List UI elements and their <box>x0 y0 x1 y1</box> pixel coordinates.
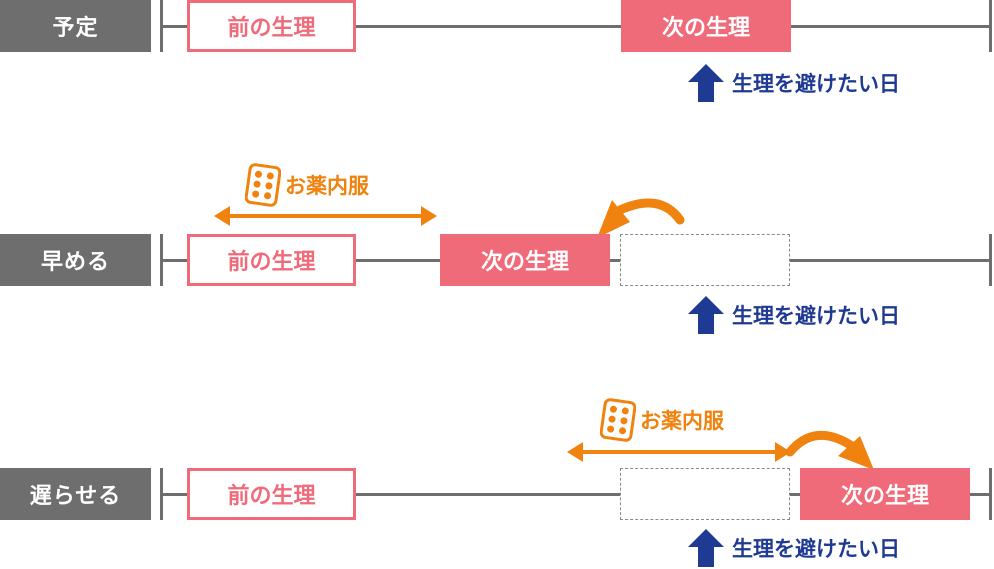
row-label-planned: 予定 <box>0 0 151 52</box>
pill-pack-icon <box>245 163 281 207</box>
timeline-end-tick <box>989 468 992 520</box>
timeline <box>160 493 992 496</box>
up-arrow-icon <box>688 64 724 102</box>
next-period-box: 次の生理 <box>440 234 610 286</box>
prev-period-box: 前の生理 <box>187 234 356 286</box>
avoid-day-label: 生理を避けたい日 <box>732 304 900 328</box>
medication-label: お薬内服 <box>640 409 724 433</box>
original-period-placeholder <box>620 468 790 520</box>
avoid-day-marker: 生理を避けたい日 <box>688 64 900 102</box>
medication-label-group: お薬内服 <box>245 163 369 207</box>
medication-label-group: お薬内服 <box>600 398 724 442</box>
row-label-advance: 早める <box>0 234 151 286</box>
medication-label: お薬内服 <box>285 174 369 198</box>
avoid-day-marker: 生理を避けたい日 <box>688 296 900 334</box>
next-period-box: 次の生理 <box>800 468 970 520</box>
timeline-end-tick <box>989 0 992 52</box>
prev-period-box: 前の生理 <box>187 468 356 520</box>
timeline <box>160 25 992 28</box>
up-arrow-icon <box>688 529 724 567</box>
avoid-day-label: 生理を避けたい日 <box>732 72 900 96</box>
avoid-day-marker: 生理を避けたい日 <box>688 529 900 567</box>
prev-period-box: 前の生理 <box>187 0 356 52</box>
timeline-end-tick <box>989 234 992 286</box>
up-arrow-icon <box>688 296 724 334</box>
row-label-delay: 遅らせる <box>0 468 151 520</box>
original-period-placeholder <box>620 234 790 286</box>
pill-pack-icon <box>600 398 636 442</box>
next-period-box: 次の生理 <box>621 0 791 52</box>
avoid-day-label: 生理を避けたい日 <box>732 537 900 561</box>
